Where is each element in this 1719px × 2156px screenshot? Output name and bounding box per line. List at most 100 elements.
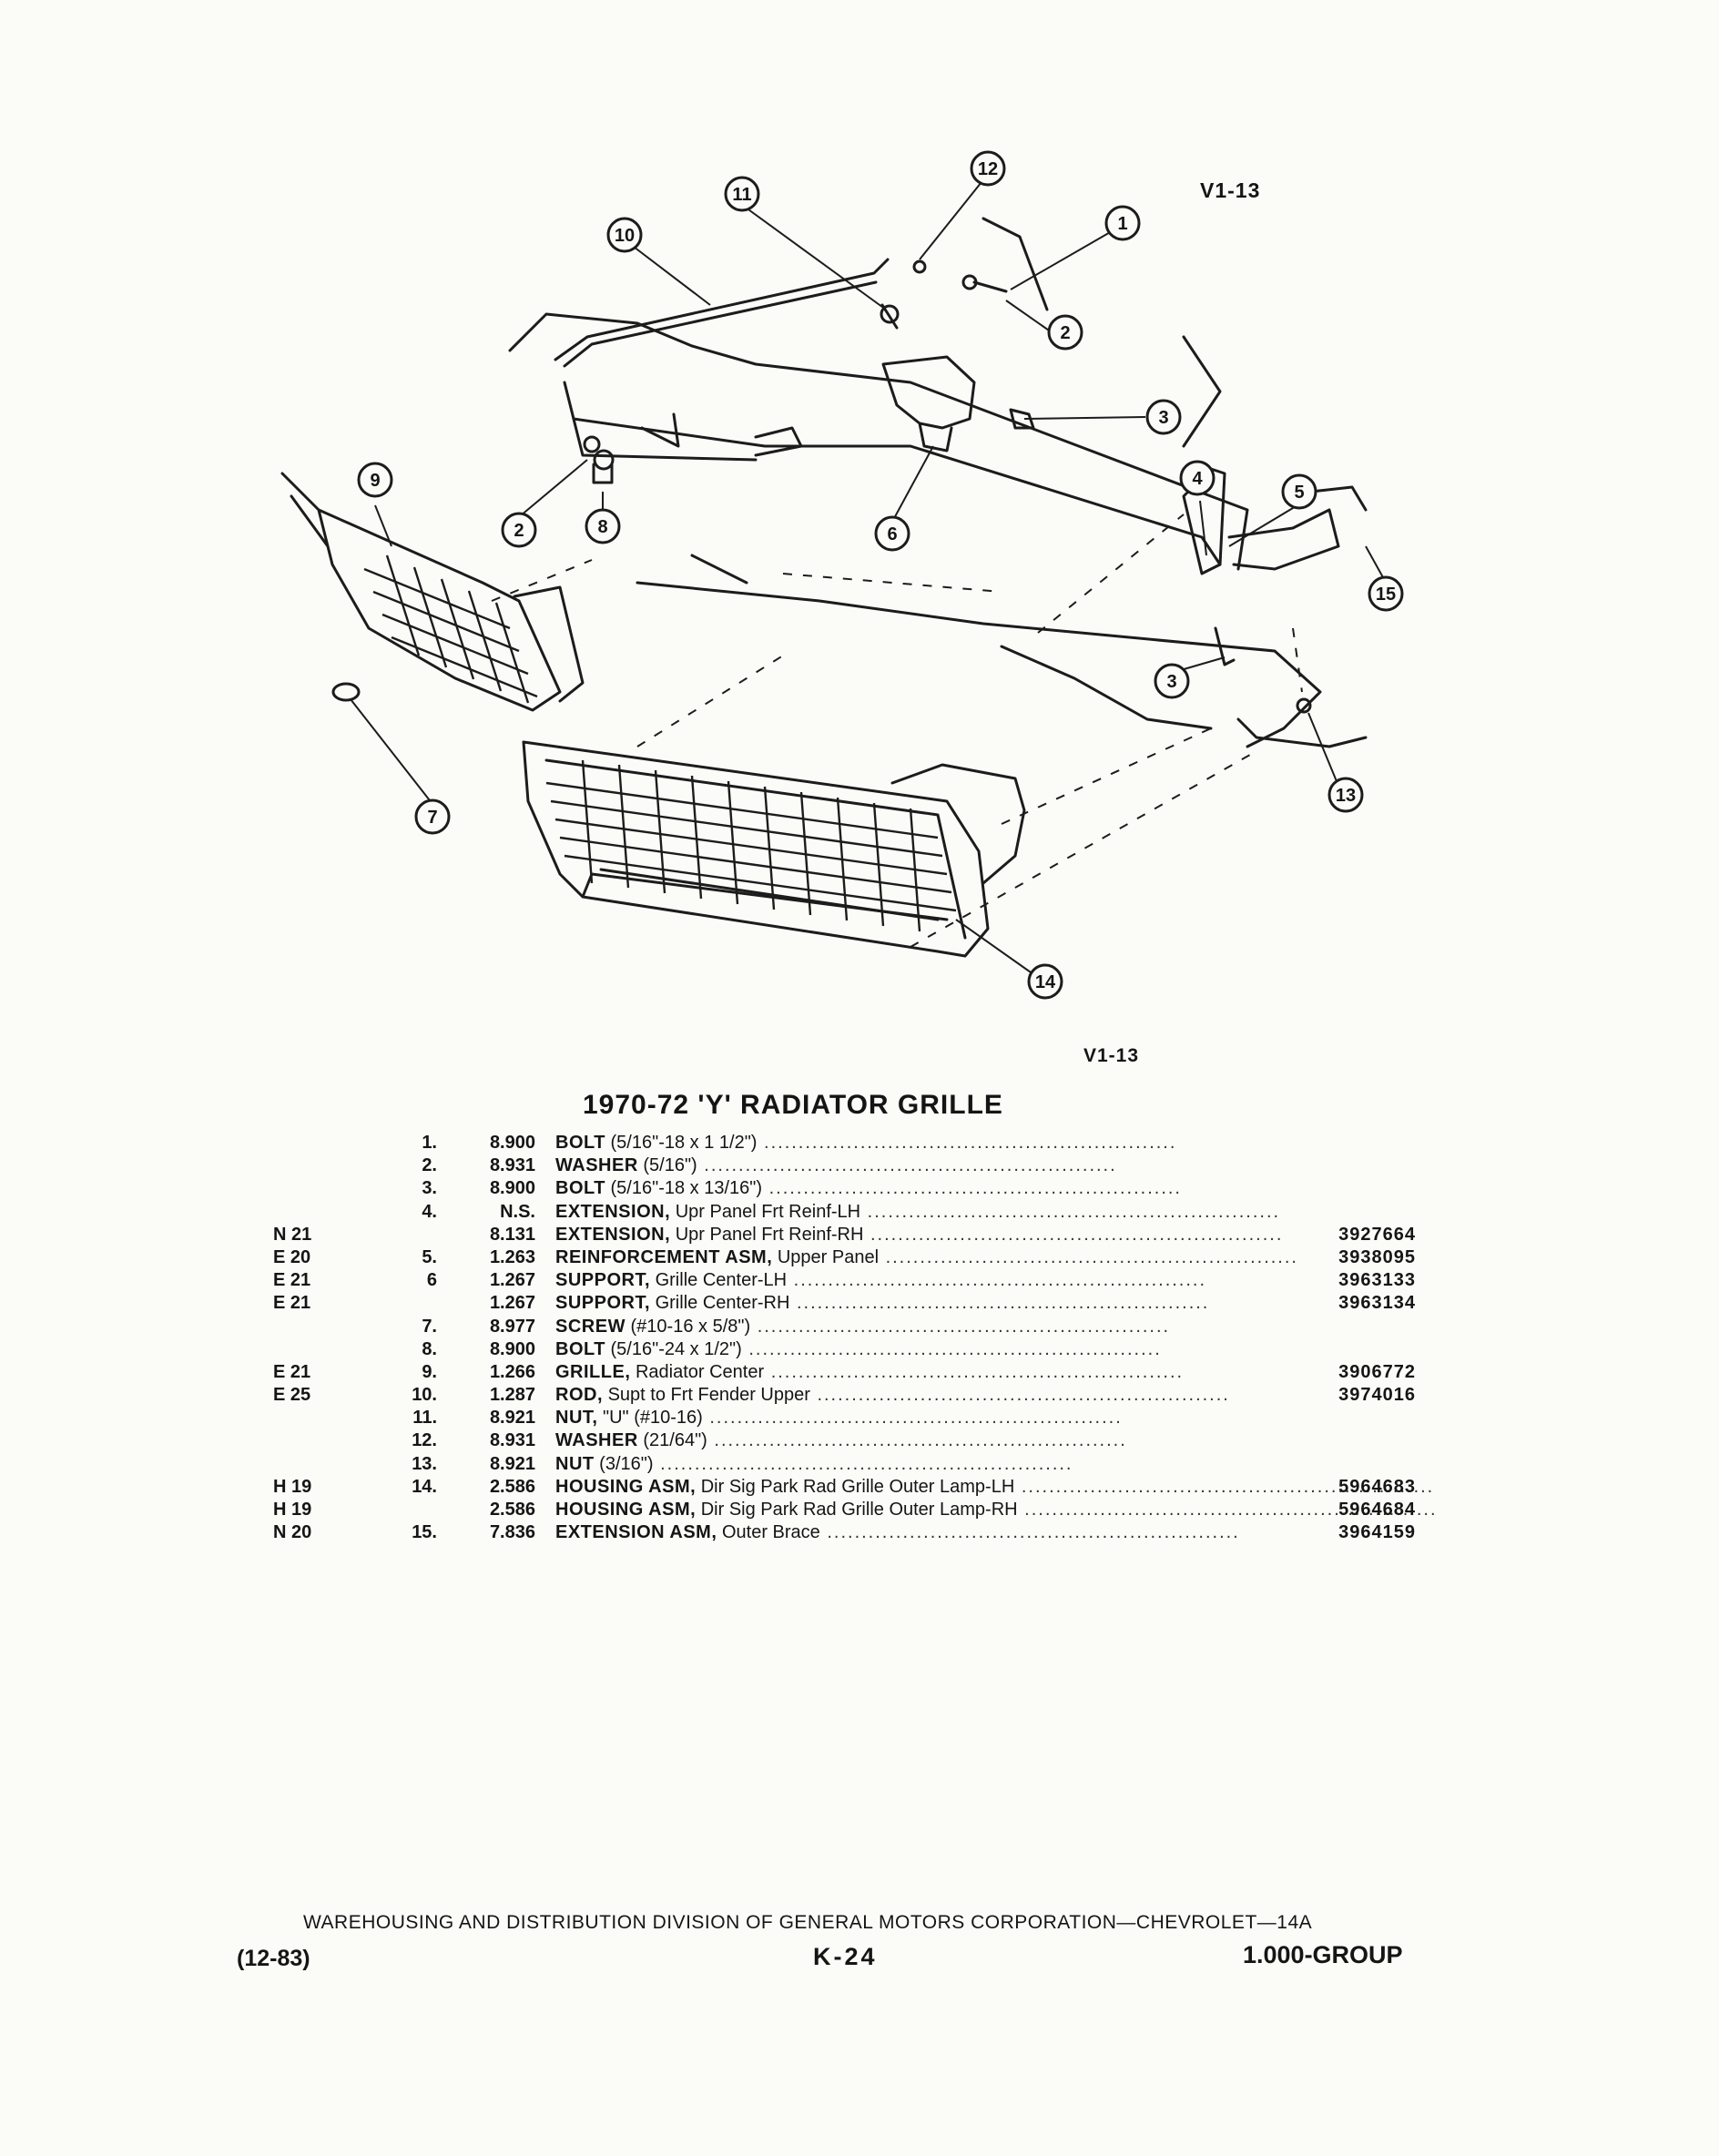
part-name: EXTENSION, — [555, 1224, 671, 1245]
item-number: 12. — [412, 1430, 437, 1451]
item-number: 7. — [422, 1316, 437, 1337]
part-name: BOLT — [555, 1133, 605, 1153]
parts-row: 4.N.S.EXTENSION, Upr Panel Frt Reinf-LH … — [273, 1202, 1439, 1225]
body-code: E 20 — [273, 1246, 311, 1267]
part-detail: Grille Center-RH — [655, 1293, 790, 1314]
part-name: SCREW — [555, 1316, 626, 1337]
part-name: HOUSING ASM, — [555, 1500, 697, 1520]
callout-2-lower: 2 — [514, 521, 524, 541]
group-number: 8.900 — [489, 1338, 535, 1359]
part-number: 5964683 — [1338, 1476, 1416, 1497]
part-name: WASHER — [555, 1430, 638, 1451]
item-number: 9. — [422, 1361, 437, 1382]
part-name: ROD, — [555, 1385, 603, 1406]
leader-dots: ........................................… — [860, 1201, 1281, 1222]
body-code: H 19 — [273, 1476, 312, 1497]
part-name: REINFORCEMENT ASM, — [555, 1246, 773, 1267]
item-number: 8. — [422, 1338, 437, 1359]
part-detail: Grille Center-LH — [655, 1270, 788, 1291]
part-detail: Upr Panel Frt Reinf-RH — [675, 1224, 864, 1245]
item-number: 6 — [426, 1270, 437, 1291]
part-name: BOLT — [555, 1338, 605, 1359]
callout-3: 3 — [1158, 408, 1168, 428]
group-number: 8.931 — [489, 1430, 535, 1451]
part-detail: Supt to Frt Fender Upper — [607, 1385, 810, 1406]
part-description: HOUSING ASM, Dir Sig Park Rad Grille Out… — [555, 1500, 1439, 1520]
leader-dots: ........................................… — [697, 1155, 1117, 1176]
leader-dots: ........................................… — [750, 1316, 1171, 1337]
group-number: 1.263 — [489, 1246, 535, 1267]
callout-9: 9 — [370, 471, 380, 491]
part-detail: (21/64") — [643, 1430, 707, 1451]
callout-7: 7 — [427, 808, 437, 828]
group-number: 1.267 — [489, 1293, 535, 1314]
leader-dots: ........................................… — [863, 1224, 1284, 1245]
item-number: 3. — [422, 1178, 437, 1199]
footer-date: (12-83) — [237, 1946, 310, 1971]
part-number: 3963134 — [1338, 1293, 1416, 1314]
part-number: 3938095 — [1338, 1246, 1416, 1267]
part-number: 3906772 — [1338, 1361, 1416, 1382]
part-description: REINFORCEMENT ASM, Upper Panel .........… — [555, 1247, 1439, 1268]
part-description: BOLT (5/16"-24 x 1/2") .................… — [555, 1339, 1439, 1360]
part-name: NUT, — [555, 1408, 598, 1429]
part-name: SUPPORT, — [555, 1293, 651, 1314]
part-name: WASHER — [555, 1155, 638, 1176]
group-number: 1.266 — [489, 1361, 535, 1382]
part-name: NUT — [555, 1453, 595, 1474]
page-number: K-24 — [813, 1943, 878, 1970]
figure-code-top: V1-13 — [1200, 178, 1261, 202]
part-detail: Upr Panel Frt Reinf-LH — [675, 1201, 861, 1222]
group-number: 1.287 — [489, 1385, 535, 1406]
item-number: 1. — [422, 1133, 437, 1153]
item-number: 15. — [412, 1522, 437, 1543]
leader-dots: ........................................… — [789, 1293, 1210, 1314]
part-description: NUT (3/16") ............................… — [555, 1454, 1439, 1475]
leader-dots: ........................................… — [819, 1522, 1240, 1543]
callout-5: 5 — [1294, 483, 1304, 503]
callout-11: 11 — [732, 185, 751, 205]
part-detail: "U" (#10-16) — [603, 1408, 703, 1429]
leader-dots: ........................................… — [757, 1133, 1177, 1153]
figure-code-bottom: V1-13 — [1083, 1045, 1140, 1066]
group-number: 8.131 — [489, 1224, 535, 1245]
part-detail: Outer Brace — [721, 1522, 820, 1543]
leader-dots: ........................................… — [707, 1430, 1127, 1451]
group-number: 2.586 — [489, 1476, 535, 1497]
part-description: HOUSING ASM, Dir Sig Park Rad Grille Out… — [555, 1477, 1439, 1498]
callout-4: 4 — [1192, 469, 1203, 489]
part-name: EXTENSION ASM, — [555, 1522, 717, 1543]
item-number: 11. — [412, 1408, 437, 1429]
group-number: 8.977 — [489, 1316, 535, 1337]
group-number: 8.921 — [489, 1408, 535, 1429]
item-number: 13. — [412, 1453, 437, 1474]
part-description: EXTENSION, Upr Panel Frt Reinf-RH ......… — [555, 1225, 1439, 1246]
part-detail: (5/16"-24 x 1/2") — [610, 1338, 742, 1359]
part-name: EXTENSION, — [555, 1201, 671, 1222]
parts-row: 8. 8.900 BOLT (5/16"-24 x 1/2") ..........… — [273, 1339, 1439, 1362]
body-code: E 21 — [273, 1293, 311, 1314]
part-detail: Radiator Center — [635, 1361, 765, 1382]
part-detail: (5/16") — [643, 1155, 697, 1176]
group-number: 8.931 — [489, 1155, 535, 1176]
part-description: EXTENSION ASM, Outer Brace .............… — [555, 1522, 1439, 1543]
part-detail: (5/16"-18 x 13/16") — [610, 1178, 763, 1199]
part-name: SUPPORT, — [555, 1270, 651, 1291]
item-number: 5. — [422, 1246, 437, 1267]
part-detail: Dir Sig Park Rad Grille Outer Lamp-LH — [700, 1476, 1015, 1497]
leader-dots: ........................................… — [787, 1270, 1207, 1291]
part-description: BOLT (5/16"-18 x 1 1/2") ...............… — [555, 1133, 1439, 1154]
part-description: WASHER (21/64") ........................… — [555, 1430, 1439, 1451]
leader-dots: ........................................… — [762, 1178, 1182, 1199]
part-number: 3974016 — [1338, 1385, 1416, 1406]
part-description: ROD, Supt to Frt Fender Upper ..........… — [555, 1385, 1439, 1406]
leader-dots: ........................................… — [1014, 1476, 1435, 1497]
group-number: 7.836 — [489, 1522, 535, 1543]
